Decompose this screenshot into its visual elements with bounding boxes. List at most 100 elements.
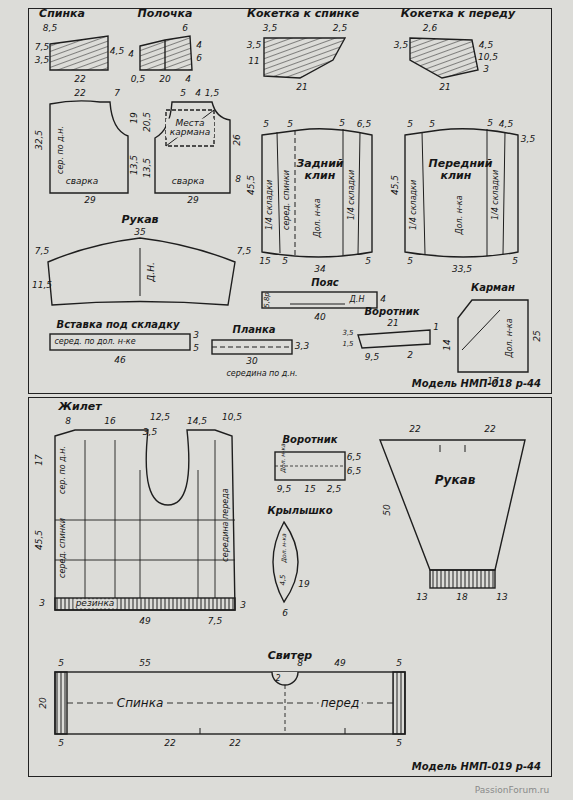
dimension-label: 22 xyxy=(74,89,85,98)
vest-sleeve xyxy=(380,440,525,570)
dimension-label: 11,5 xyxy=(32,281,52,290)
wing xyxy=(273,522,298,602)
dimension-label: 3 xyxy=(193,331,199,340)
dimension-label: 20 xyxy=(159,75,170,84)
dimension-label: 17 xyxy=(35,454,44,465)
dimension-label: 10,5 xyxy=(478,53,498,62)
dimension-label: 3,5 xyxy=(342,330,353,337)
dimension-label: 8 xyxy=(65,417,71,426)
dimension-label: 7,5 xyxy=(208,617,222,626)
dimension-label: 22 xyxy=(164,739,175,748)
dimension-label: 49 xyxy=(334,659,345,668)
dimension-label: 3,5 xyxy=(394,41,408,50)
piece-name: Рукав xyxy=(121,214,158,226)
dimension-label: 15 xyxy=(259,257,270,266)
dimension-label: 25 xyxy=(533,330,542,341)
dimension-label: 12,5 xyxy=(150,413,170,422)
dimension-label: 1,5 xyxy=(342,341,353,348)
dimension-label: Спинка xyxy=(115,697,165,710)
dimension-label: 13 xyxy=(496,593,507,602)
dimension-label: 3,5 xyxy=(521,135,535,144)
dimension-label: 7 xyxy=(114,89,120,98)
dimension-label: 7,5 xyxy=(35,247,49,256)
dimension-label: 5 xyxy=(263,120,269,129)
dimension-label: 26 xyxy=(233,134,242,145)
vest-body xyxy=(55,430,235,610)
dimension-label: 5 xyxy=(429,120,435,129)
dimension-label: 29 xyxy=(84,196,95,205)
dimension-label: 34 xyxy=(314,265,325,274)
dimension-label: 5 xyxy=(407,120,413,129)
piece-name: Рукав xyxy=(435,474,475,487)
piece-name: Кокетка к переду xyxy=(401,8,515,20)
dimension-label: середина по д.н. xyxy=(226,370,297,378)
dimension-label: 4,5 xyxy=(479,41,493,50)
dimension-label: 1/4 складки xyxy=(348,170,356,220)
dimension-label: 6,5 xyxy=(347,467,361,476)
dimension-label: 6,5 xyxy=(357,120,371,129)
dimension-label: 2,5 xyxy=(327,485,341,494)
dimension-label: 45,5 xyxy=(35,530,44,550)
dimension-label: 4,5 xyxy=(499,120,513,129)
front-piece xyxy=(140,36,192,70)
dimension-label: 21 xyxy=(296,83,307,92)
piece-name: Пояс xyxy=(311,278,339,289)
dimension-label: 5 xyxy=(365,257,371,266)
piece-name: Карман xyxy=(471,283,515,294)
dimension-label: 1 xyxy=(433,323,439,332)
dimension-label: 2,6 xyxy=(423,24,437,33)
sleeve xyxy=(48,238,235,305)
dimension-label: сер. по д.н. xyxy=(57,126,65,174)
dimension-label: 4 xyxy=(128,50,134,59)
dimension-label: 6 xyxy=(182,24,188,33)
dimension-label: 2,5 xyxy=(333,24,347,33)
dimension-label: 13 xyxy=(416,593,427,602)
piece-name: Воротник xyxy=(282,435,337,446)
dimension-label: 5 xyxy=(180,89,186,98)
piece-name: Свитер xyxy=(268,650,312,662)
dimension-label: Дол. н-ка xyxy=(456,195,464,234)
dimension-label: 10,5 xyxy=(222,413,242,422)
dimension-label: 22 xyxy=(409,425,420,434)
dimension-label: 1/4 складки xyxy=(266,180,274,230)
dimension-label: 6 xyxy=(282,609,288,618)
dimension-label: 50 xyxy=(383,504,392,515)
collar xyxy=(358,330,430,348)
dimension-label: 40 xyxy=(314,313,325,322)
dimension-label: 4 xyxy=(195,89,201,98)
dimension-label: 5 xyxy=(282,257,288,266)
dimension-label: 13,5 xyxy=(130,155,139,175)
piece-name: Воротник xyxy=(364,307,419,318)
dimension-label: 9,5 xyxy=(365,353,379,362)
dimension-label: 16 xyxy=(104,417,115,426)
dimension-label: 35 xyxy=(134,228,145,237)
dimension-label: серед. спинки xyxy=(59,518,67,578)
piece-name: Спинка xyxy=(39,8,85,20)
dimension-label: 21 xyxy=(387,319,398,328)
dimension-label: 30 xyxy=(246,357,257,366)
dimension-label: 0,5 xyxy=(131,75,145,84)
dimension-label: 14,5 xyxy=(187,417,207,426)
dimension-label: 4 xyxy=(380,295,386,304)
dimension-label: 7,5 xyxy=(237,247,251,256)
dimension-label: 8 xyxy=(235,175,241,184)
back-yoke xyxy=(264,38,345,78)
dimension-label: 5 xyxy=(512,257,518,266)
dimension-label: 5 xyxy=(58,659,64,668)
dimension-label: 3,3 xyxy=(295,342,309,351)
dimension-label: Дол. н-ка xyxy=(506,318,514,357)
dimension-label: 5 xyxy=(287,120,293,129)
dimension-label: серед. по дол. н-ке xyxy=(52,338,137,346)
dimension-label: 18 xyxy=(456,593,467,602)
belt xyxy=(262,292,377,308)
dimension-label: 19 xyxy=(130,112,139,123)
dimension-label: 17 xyxy=(487,377,498,386)
dimension-label: 19 xyxy=(298,580,309,589)
dimension-label: 5 xyxy=(396,659,402,668)
dimension-label: Дол. н-ка xyxy=(280,443,286,472)
back-piece xyxy=(50,36,108,70)
piece-name: Задний клин xyxy=(293,158,348,181)
dimension-label: 4 xyxy=(196,41,202,50)
insert xyxy=(50,334,190,350)
pattern-frame: Модель НМП-019 р-44 xyxy=(28,397,552,777)
